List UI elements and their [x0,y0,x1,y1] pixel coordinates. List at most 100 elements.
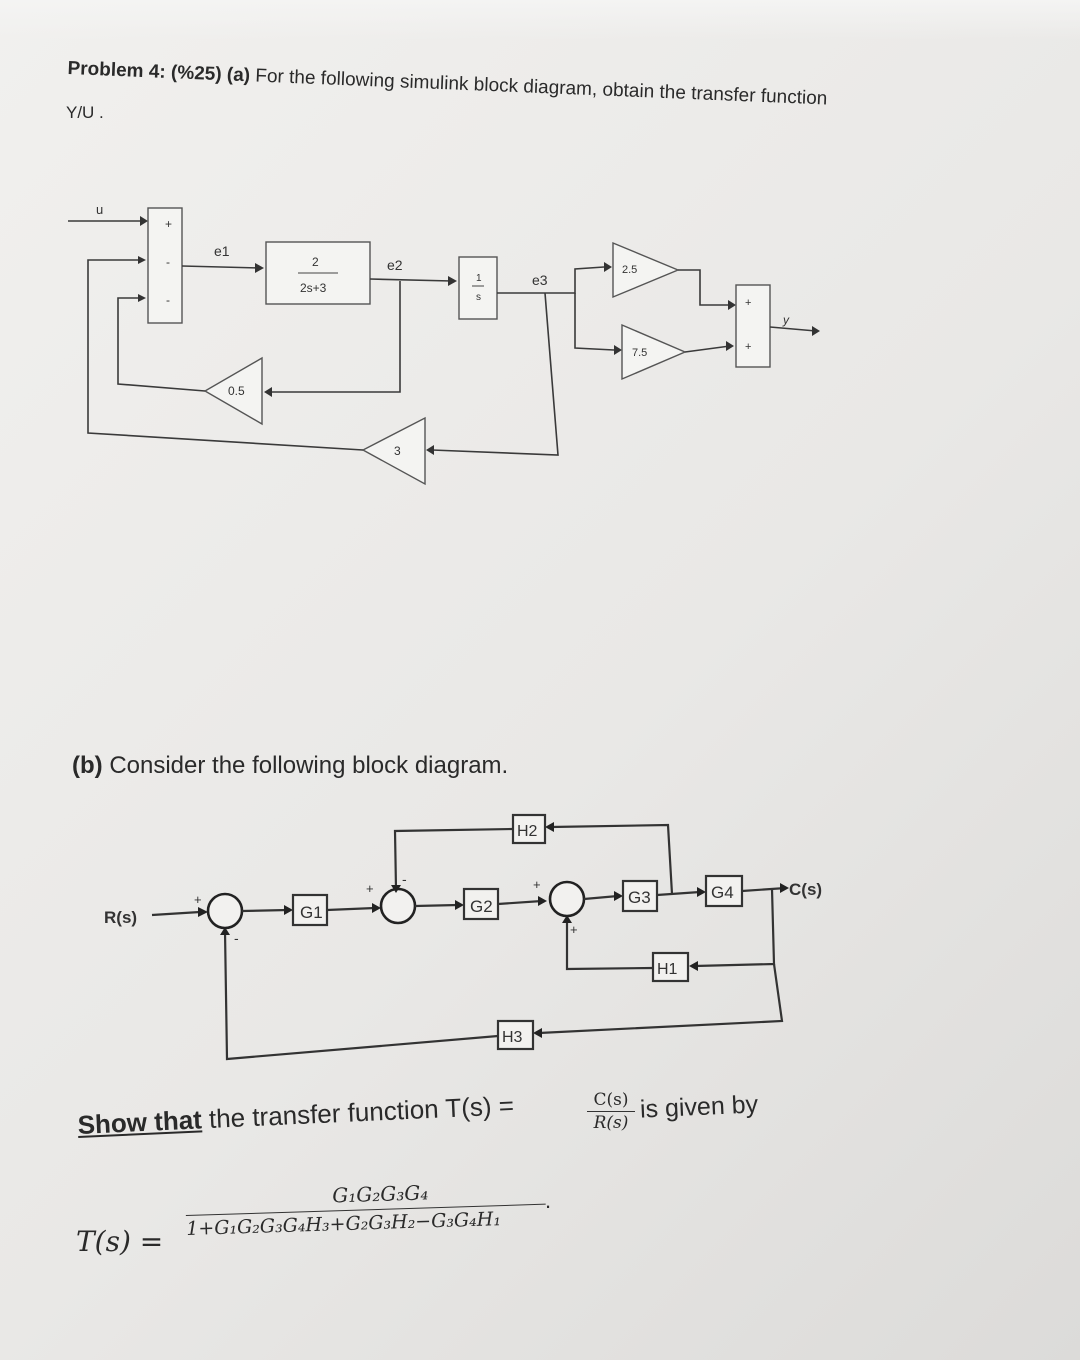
block-h2 [511,813,547,845]
integrator-num: 1 [476,273,482,284]
s2-sign-left: + [366,881,374,896]
line-e3-bottom [574,293,615,351]
block-g3-label: G3 [628,888,651,907]
line-s3-g3 [583,894,619,901]
arrow-head [455,900,464,910]
arrow-head [604,262,612,272]
ratio-fraction: C(s) R(s) [587,1090,635,1133]
arrow-head [697,887,706,897]
block-g4-label: G4 [711,883,734,902]
arrow-head [255,263,264,273]
gain-block-fb2 [361,416,426,486]
line-e2 [369,278,453,282]
arrow-head [391,885,401,893]
summing-junction-1 [206,892,244,930]
line-e3-top [497,266,605,294]
arrow-head [780,883,789,893]
arrow-head [198,907,208,917]
h2-loop-in [550,823,674,895]
block-g2-label: G2 [470,897,493,916]
arrow-head [138,256,146,264]
gain-fb1-value: 0.5 [228,384,245,398]
part-b-label: (b) [72,752,103,779]
block-g1-label: G1 [300,903,323,922]
signal-e3: e3 [532,272,548,288]
sum-block-1 [147,207,183,324]
formula-lhs: T(s) = [76,1225,164,1258]
is-given-by: is given by [639,1090,759,1124]
gain-block-bottom [621,323,687,381]
block-g1 [291,893,329,927]
signal-e1: e1 [214,243,230,259]
line-output [769,326,817,332]
tf-denominator: 2s+3 [300,281,327,295]
block-h2-label: H2 [517,823,538,840]
part-b-text: Consider the following block diagram. [102,752,509,779]
s1-sign-bottom: - [234,930,239,946]
block-h3-label: H3 [502,1029,523,1046]
arrow-head [284,905,293,915]
paper-edge [0,0,1080,40]
yu-label: Y/U . [66,103,104,122]
gain-bottom-value: 7.5 [632,347,647,359]
line-gain-top-out [678,269,734,306]
formula-period: . [545,1188,552,1213]
arrow-head [728,300,736,310]
sum1-sign-2: - [166,255,170,269]
arrow-head [264,387,272,397]
gain-block-top [612,241,680,299]
signal-e2: e2 [387,257,403,273]
arrow-head [812,326,820,336]
line-e1 [181,265,261,269]
sum2-sign-2: + [745,341,751,353]
tf-numerator: 2 [312,255,319,269]
sum1-sign-1: + [165,217,172,231]
integrator-block [458,256,498,320]
block-h1-label: H1 [657,961,678,978]
arrow-head [538,896,547,906]
integrator-den: s [476,292,481,303]
arrow-head [138,294,146,302]
feedback-line-1 [270,281,401,393]
block-h3 [496,1019,535,1051]
line-g3-g4 [656,890,701,897]
summing-junction-2 [379,887,417,925]
arrow-head [726,341,734,351]
s1-sign-top: + [194,892,202,907]
gain-block-fb1 [203,356,263,426]
part-b-heading: (b) Consider the following block diagram… [72,752,508,780]
line-s2-g2 [414,903,459,908]
line-s1-g1 [241,908,289,913]
input-label-u: u [96,202,103,217]
arrow-head [533,1028,542,1038]
arrow-head [448,276,457,286]
sum1-sign-3: - [166,293,170,307]
line-input [151,910,201,917]
gain-top-value: 2.5 [622,264,637,276]
arrow-head [562,915,572,923]
feedback-line-2 [431,292,559,456]
s3-sign-bottom: + [570,922,578,937]
feedback-line-1-return [117,297,206,392]
ratio-numerator: C(s) [593,1090,629,1110]
ratio-denominator: R(s) [593,1113,629,1133]
block-h1 [651,951,690,983]
arrow-head [140,216,148,226]
input-label-rs: R(s) [104,908,137,927]
arrow-head [545,822,554,832]
arrow-head [372,903,381,913]
sum-block-2 [735,284,771,368]
s2-sign-top: - [402,871,407,887]
h2-loop-out [393,827,514,890]
show-that-underlined: Show that [77,1104,203,1140]
h3-loop-in [538,963,784,1035]
arrow-head [614,345,622,355]
h1-loop-out [565,920,654,971]
gain-fb2-value: 3 [394,444,401,458]
line-g2-s3 [497,899,543,906]
arrow-head [614,891,623,901]
arrow-head [220,927,230,935]
output-label-y: y [782,313,790,327]
